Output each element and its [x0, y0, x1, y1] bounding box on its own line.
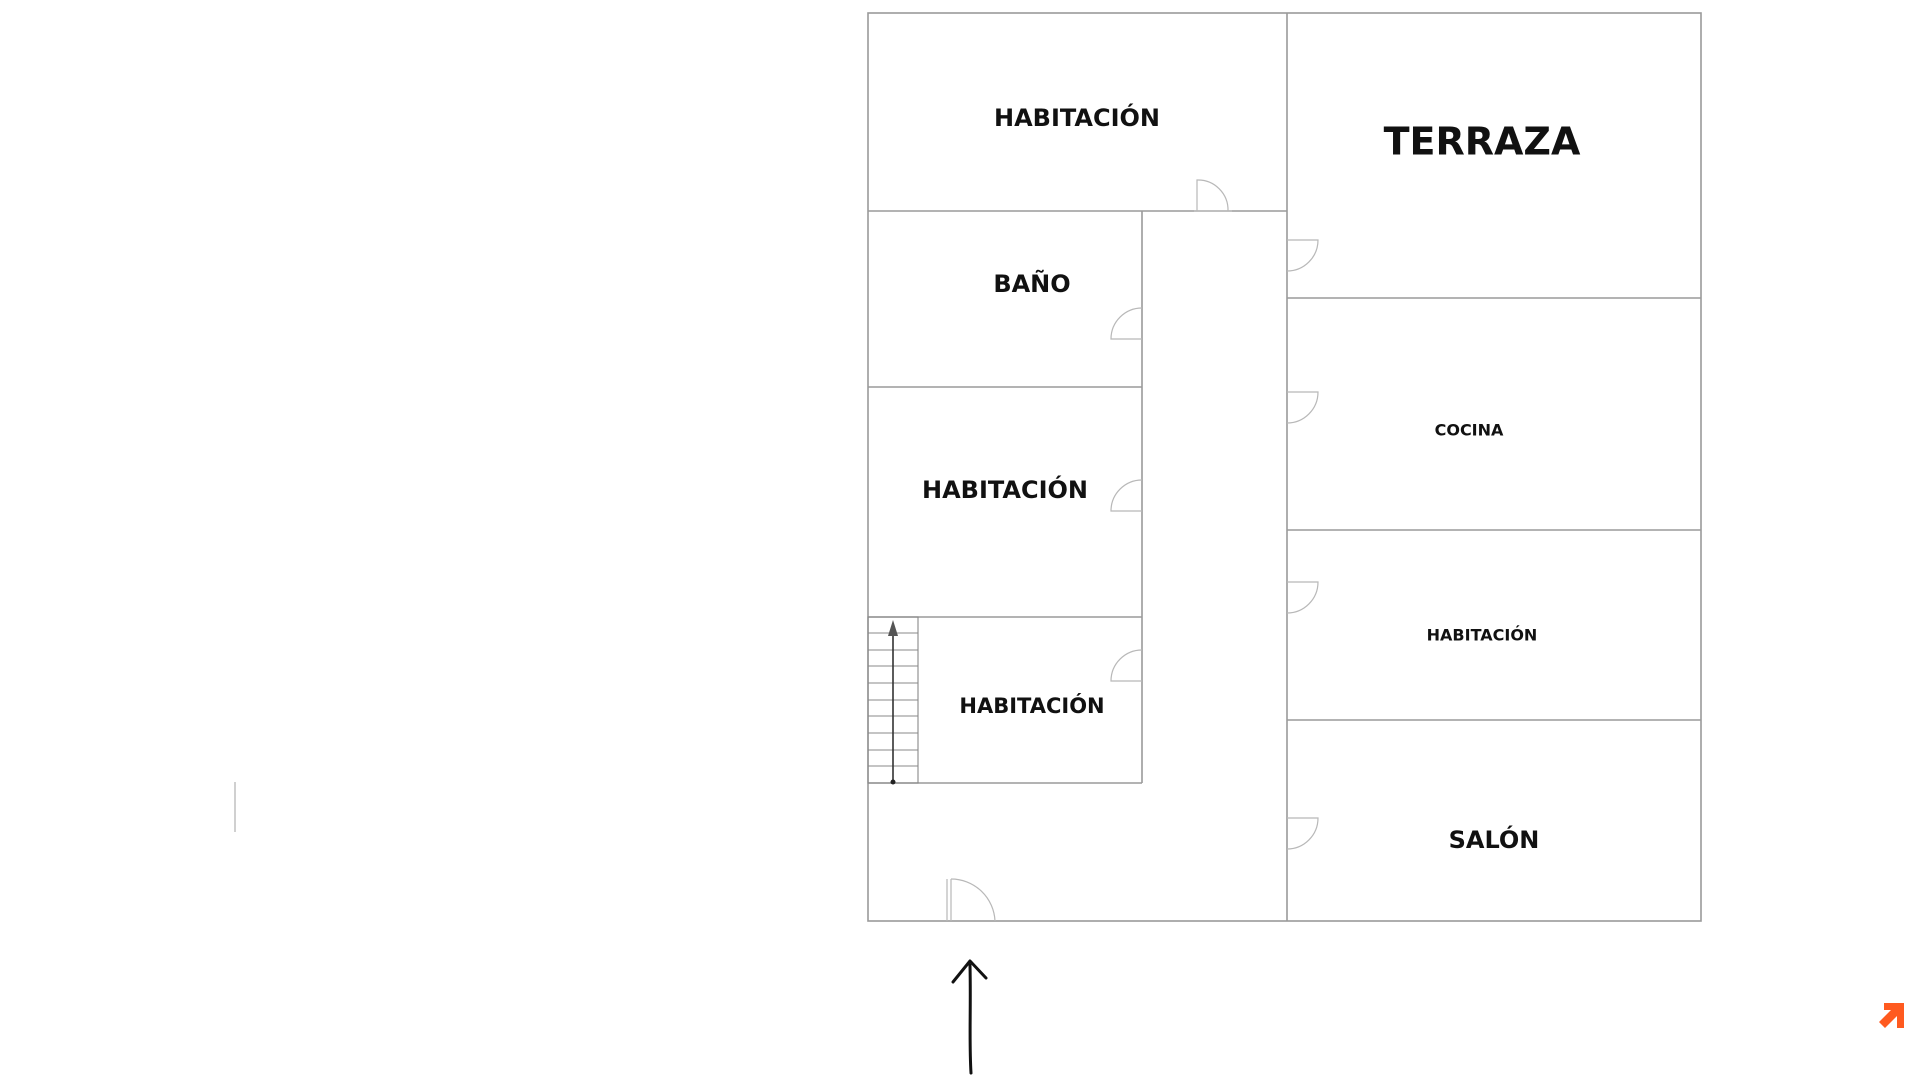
stairs-icon: [867, 616, 919, 785]
doors: [946, 179, 1319, 922]
door-entrance: [950, 878, 996, 922]
walls: [867, 12, 1702, 922]
room-label-salon: SALÓN: [1449, 824, 1540, 854]
arrow-up-right-icon: [1879, 1003, 1904, 1028]
room-label-habitacion-right: HABITACIÓN: [1427, 626, 1538, 645]
up-arrow-icon: [951, 959, 988, 1075]
door-hab-right: [1286, 581, 1319, 614]
door-habitacion-top: [1196, 179, 1229, 212]
door-salon: [1286, 817, 1319, 850]
door-cocina: [1286, 391, 1319, 424]
outer-wall: [867, 12, 1702, 922]
door-bano: [1110, 307, 1143, 340]
door-terraza: [1286, 239, 1319, 272]
door-hab-stairs: [1110, 649, 1143, 682]
room-label-habitacion-stairs: HABITACIÓN: [959, 693, 1104, 718]
room-label-habitacion-middle: HABITACIÓN: [922, 474, 1088, 504]
room-label-terraza: TERRAZA: [1384, 120, 1581, 164]
room-label-cocina: COCINA: [1435, 421, 1504, 440]
door-hab-middle: [1110, 479, 1143, 512]
room-label-habitacion-top: HABITACIÓN: [994, 102, 1160, 132]
room-label-bano: BAÑO: [993, 269, 1070, 298]
